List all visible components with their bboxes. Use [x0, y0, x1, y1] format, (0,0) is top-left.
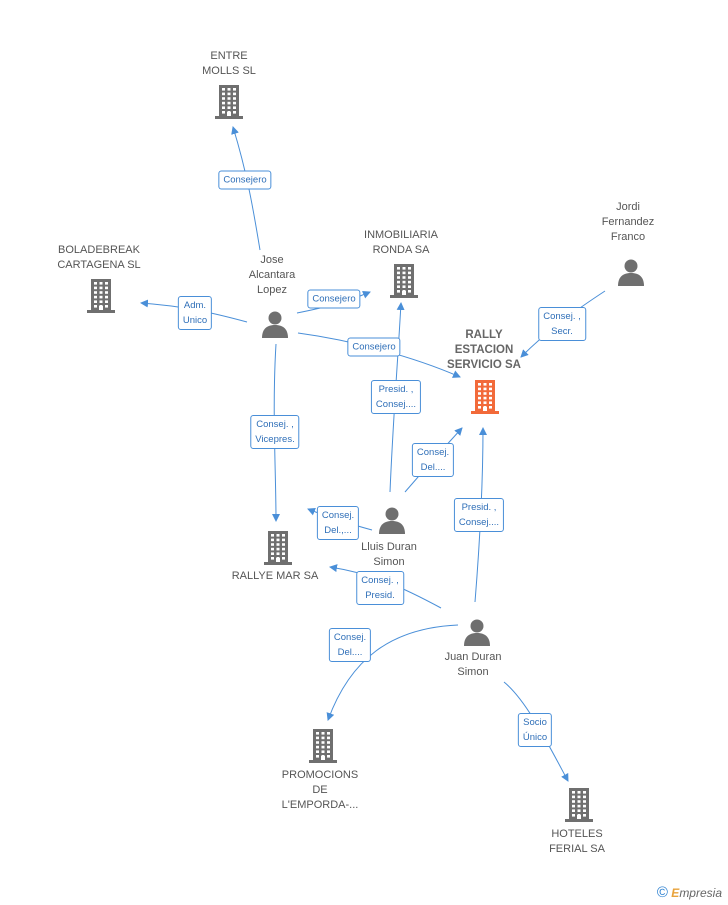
- relation-label[interactable]: Consej. Del.,...: [316, 506, 360, 540]
- building-icon[interactable]: [563, 788, 595, 827]
- building-icon[interactable]: [85, 279, 117, 318]
- person-label-jose[interactable]: Jose Alcantara Lopez: [248, 254, 296, 296]
- relation-label[interactable]: Presid. , Consej....: [370, 380, 422, 414]
- person-icon[interactable]: [462, 618, 492, 651]
- person-icon[interactable]: [616, 258, 646, 291]
- edge-jose-to-entre: [231, 126, 261, 251]
- person-icon[interactable]: [260, 310, 290, 343]
- company-label-entre[interactable]: ENTRE MOLLS SL: [202, 50, 256, 77]
- person-label-jordi[interactable]: Jordi Fernandez Franco: [601, 201, 655, 243]
- person-label-juan[interactable]: Juan Duran Simon: [444, 651, 502, 678]
- company-label-rallye[interactable]: RALLYE MAR SA: [231, 570, 319, 582]
- relation-label[interactable]: Presid. , Consej....: [453, 498, 505, 532]
- relation-label[interactable]: Consej. , Presid.: [356, 571, 404, 605]
- empresia-watermark: © Empresia: [656, 884, 722, 901]
- company-label-hoteles[interactable]: HOTELES FERIAL SA: [549, 828, 605, 855]
- company-label-bola[interactable]: BOLADEBREAK CARTAGENA SL: [57, 244, 141, 271]
- company-label-promo[interactable]: PROMOCIONS DE L'EMPORDA-...: [281, 769, 359, 811]
- building-icon[interactable]: [388, 264, 420, 303]
- building-icon[interactable]: [469, 380, 501, 419]
- relation-label[interactable]: Consej. , Vicepres.: [250, 415, 300, 449]
- relation-label[interactable]: Consej. Del....: [328, 628, 372, 662]
- building-icon[interactable]: [213, 85, 245, 124]
- relation-label[interactable]: Consejero: [307, 289, 361, 309]
- edge-juan-to-promo: [326, 624, 459, 721]
- building-icon[interactable]: [307, 729, 339, 768]
- relation-label[interactable]: Consej. , Secr.: [538, 307, 586, 341]
- building-icon[interactable]: [262, 531, 294, 570]
- relation-label[interactable]: Socio Único: [517, 713, 553, 747]
- company-label-inmob[interactable]: INMOBILIARIA RONDA SA: [364, 229, 438, 256]
- relation-label[interactable]: Consejero: [347, 337, 401, 357]
- relation-label[interactable]: Adm. Unico: [177, 296, 213, 330]
- relation-label[interactable]: Consej. Del....: [411, 443, 455, 477]
- company-label-rally[interactable]: RALLY ESTACION SERVICIO SA: [447, 329, 521, 371]
- person-icon[interactable]: [377, 506, 407, 539]
- relation-label[interactable]: Consejero: [218, 170, 272, 190]
- person-label-lluis[interactable]: Lluis Duran Simon: [361, 541, 417, 568]
